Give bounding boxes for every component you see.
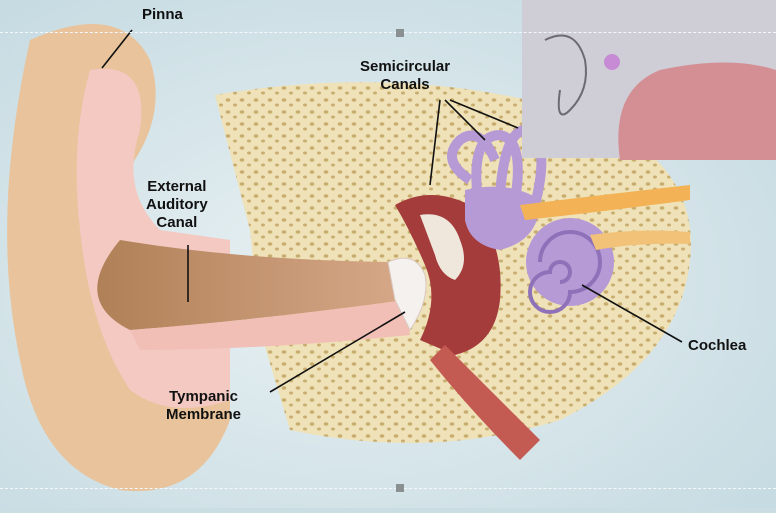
bottom-resize-handle[interactable]	[396, 484, 404, 492]
external-canal-shape	[97, 240, 405, 330]
canals-pointer-1	[429, 99, 441, 186]
tympanic-pointer	[269, 311, 406, 393]
cochlea-pointer	[581, 284, 683, 343]
cochlea-label: Cochlea	[688, 337, 747, 354]
pinna-pointer	[101, 29, 133, 69]
ossicles	[420, 214, 464, 280]
external-auditory-canal-label: External Auditory Canal	[146, 178, 208, 231]
tympanic-membrane-shape	[387, 257, 427, 331]
pinna-label: Pinna	[142, 6, 183, 23]
cochlea-spiral	[528, 230, 602, 314]
top-guide-line	[0, 32, 776, 33]
canals-pointer-2	[444, 99, 486, 141]
vestibular-nerve	[520, 185, 690, 220]
top-resize-handle[interactable]	[396, 29, 404, 37]
cochlear-nerve	[590, 230, 690, 250]
tympanic-membrane-label: Tympanic Membrane	[166, 388, 242, 423]
canal-floor	[130, 300, 410, 350]
bottom-guide-line	[0, 488, 776, 489]
canals-pointer-3	[449, 99, 519, 129]
eustachian-tube	[430, 345, 540, 460]
head-inset	[522, 0, 776, 160]
semicircular-canals-label: Semicircular Canals	[360, 58, 451, 93]
vestibule	[465, 186, 540, 250]
pointer-lines	[101, 29, 683, 393]
